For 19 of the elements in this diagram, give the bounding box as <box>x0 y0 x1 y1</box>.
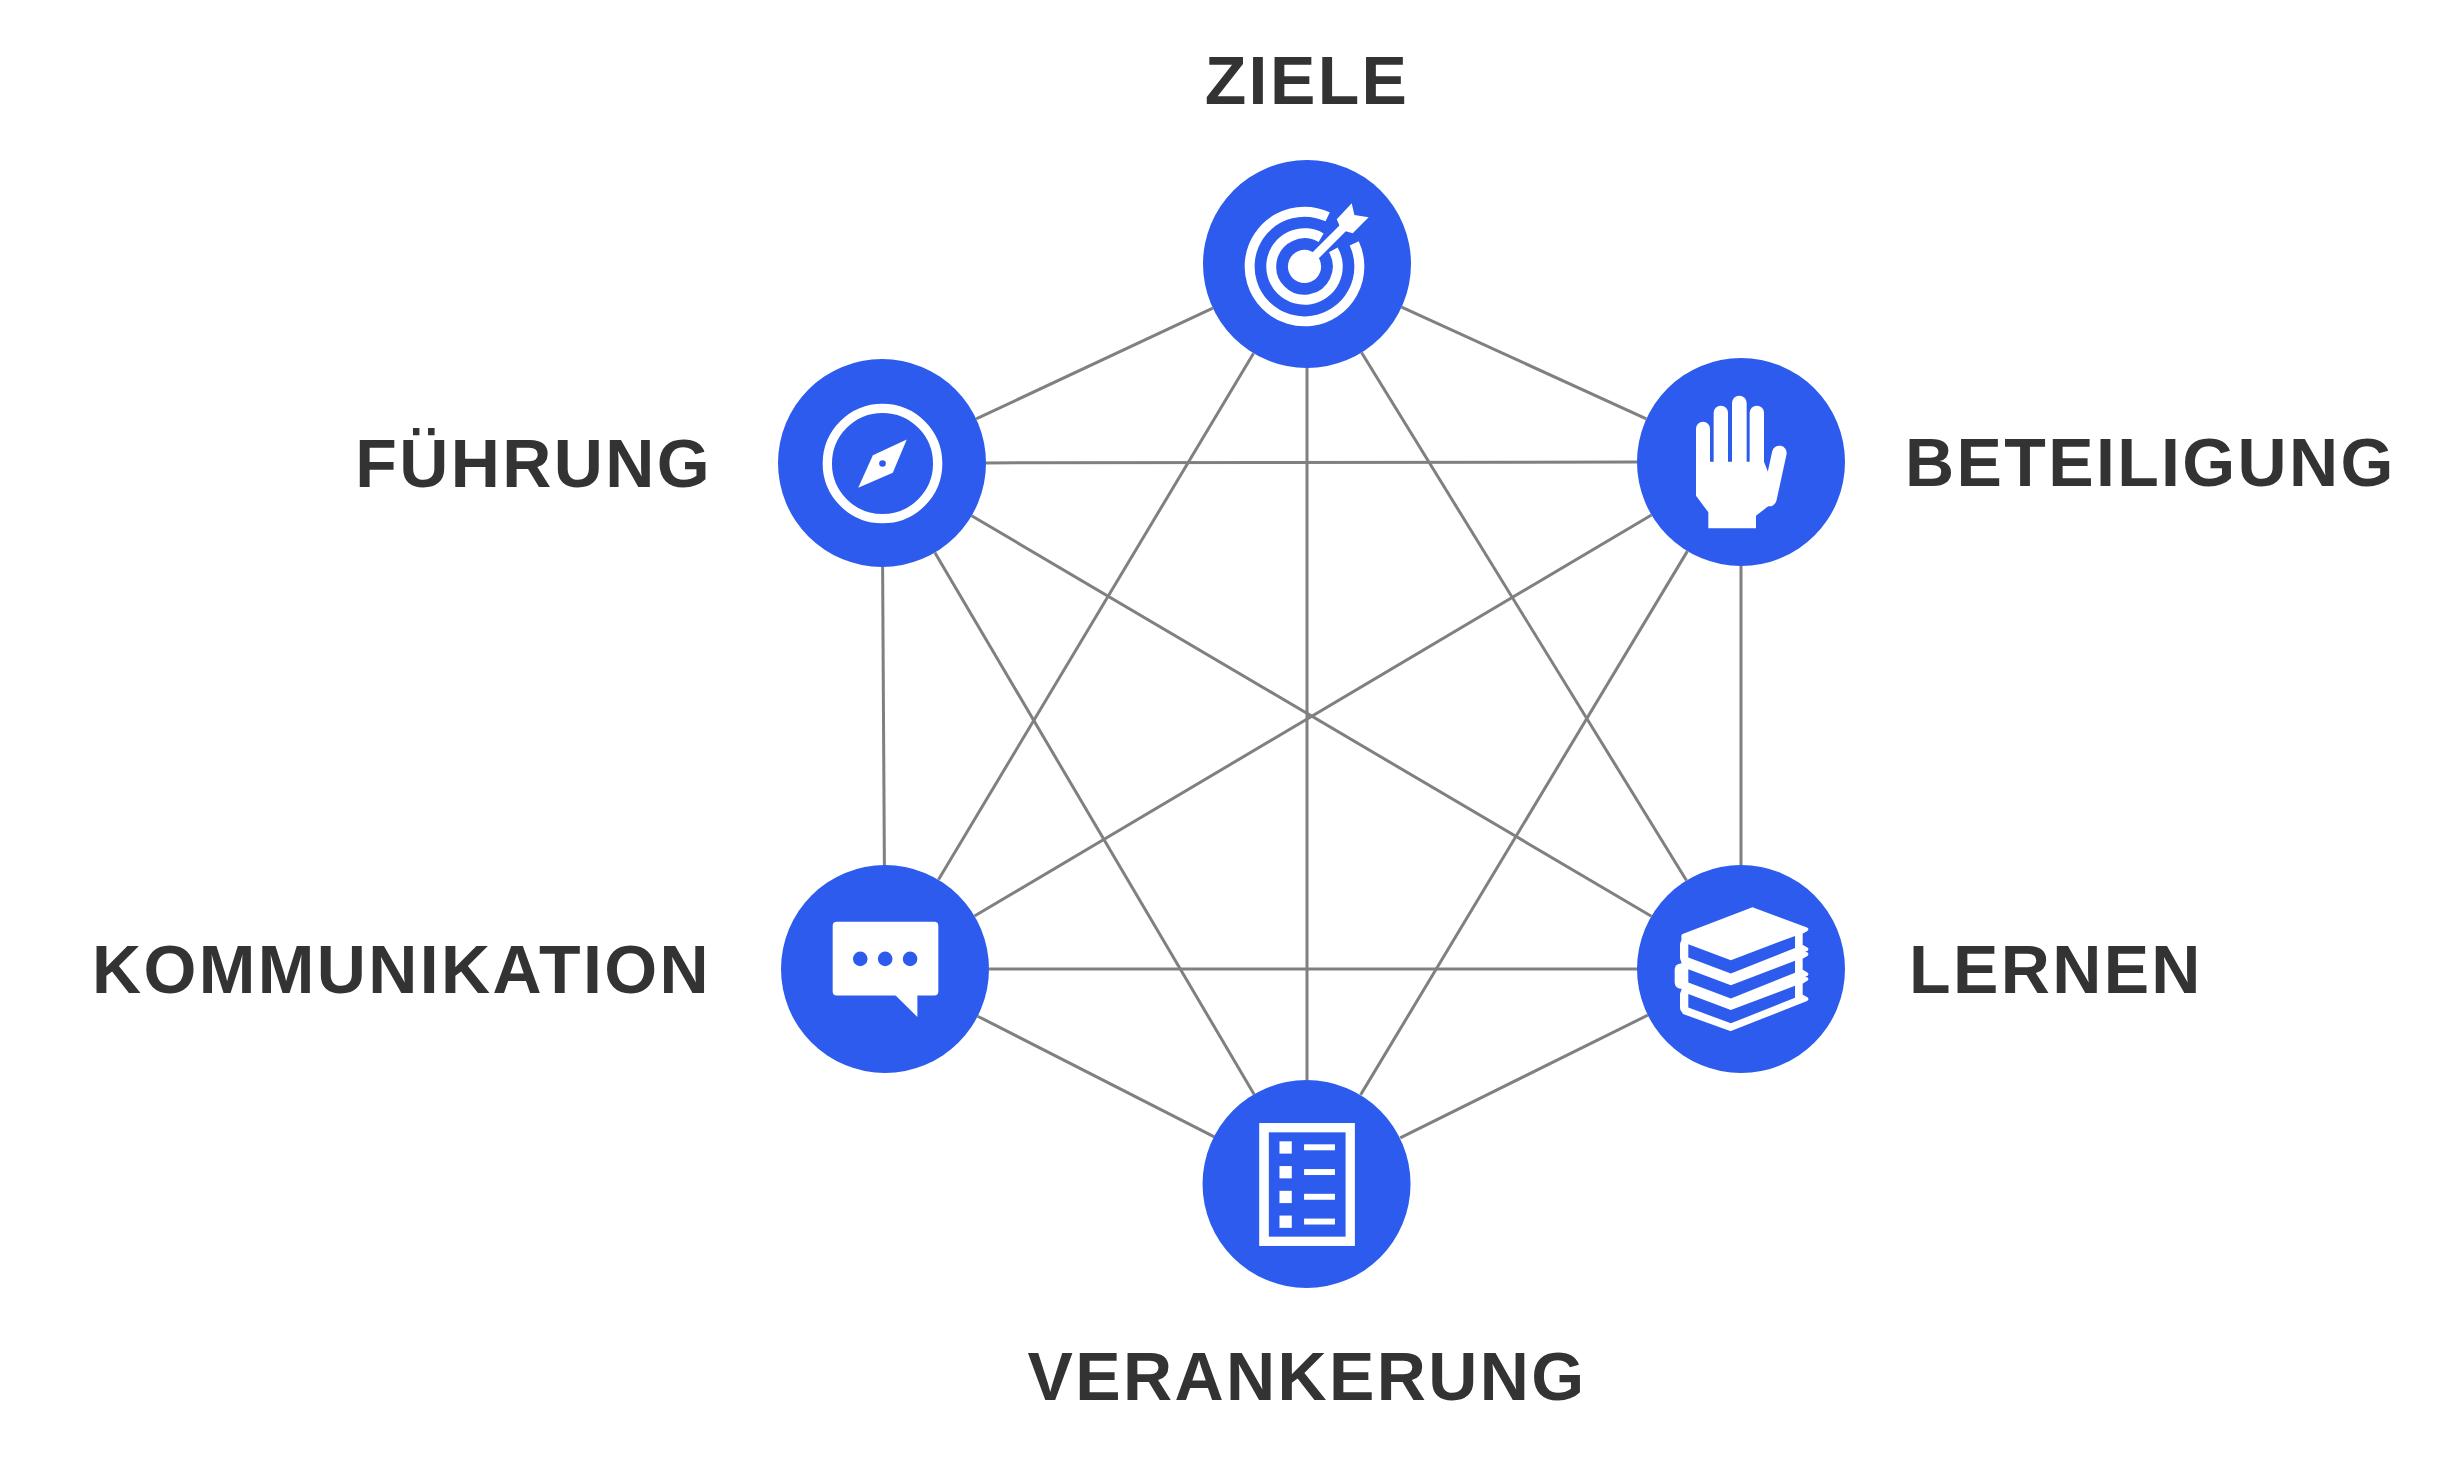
connector-line <box>1359 550 1689 1096</box>
connector-line <box>975 306 1214 421</box>
connector-line <box>1739 566 1743 865</box>
node-label: LERNEN <box>1909 935 2203 1003</box>
node-label: VERANKERUNG <box>1027 1342 1587 1410</box>
connector-line <box>1360 351 1688 882</box>
connector-line <box>989 967 1637 971</box>
node-label: ZIELE <box>1204 46 1410 114</box>
connector-line <box>977 1014 1215 1139</box>
connector-line <box>933 551 1256 1096</box>
connector-line <box>1399 1013 1649 1140</box>
node-label: KOMMUNIKATION <box>92 935 711 1003</box>
connector-line <box>1401 305 1647 421</box>
connector-line <box>881 567 886 865</box>
node-label: FÜHRUNG <box>355 429 712 497</box>
connector-line <box>937 352 1255 881</box>
connector-line <box>1305 368 1309 1080</box>
connector-line <box>986 460 1637 465</box>
node-label: BETEILIGUNG <box>1905 428 2396 496</box>
